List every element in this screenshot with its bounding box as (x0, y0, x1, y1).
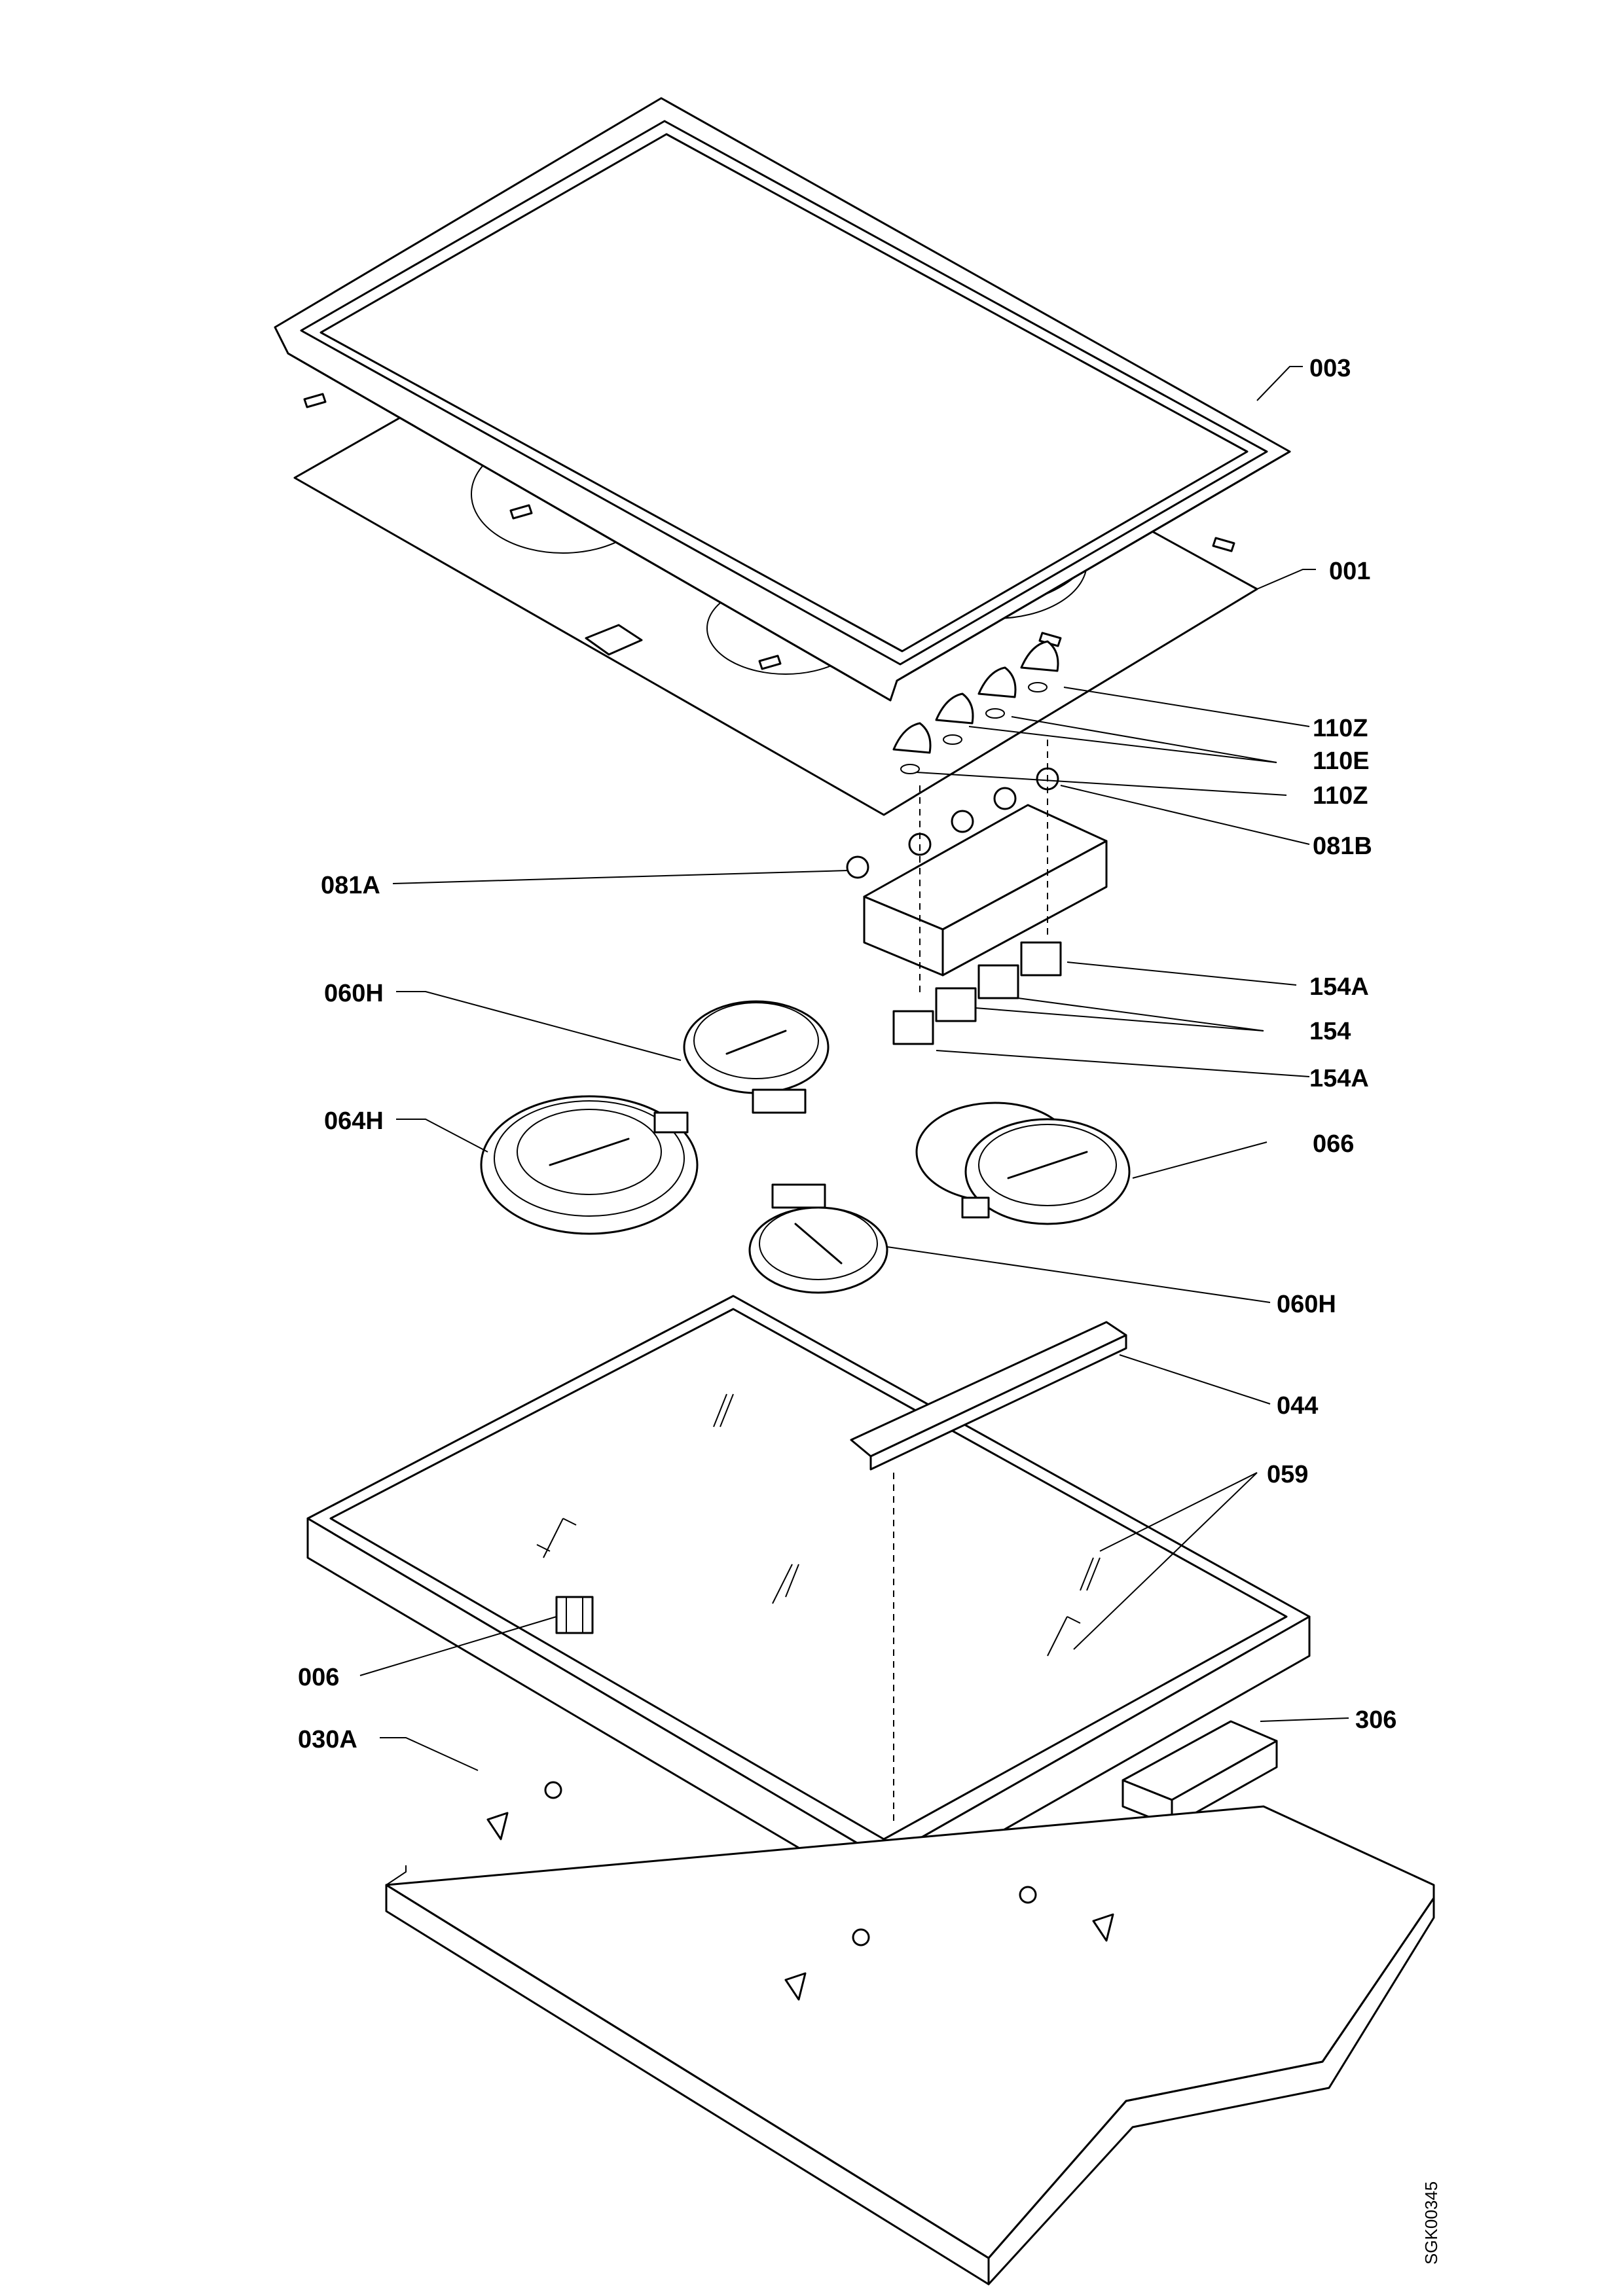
label-060H-top: 060H (324, 980, 384, 1007)
control-knobs (892, 640, 1059, 774)
bracket-icon (536, 1393, 1101, 1657)
installation-template (385, 1781, 1435, 2286)
label-110Z-top: 110Z (1313, 715, 1368, 742)
label-306: 306 (1355, 1706, 1396, 1734)
label-081A: 081A (321, 872, 380, 899)
heating-element-066 (915, 1102, 1131, 1225)
label-154: 154 (1309, 1018, 1351, 1045)
heating-element-064H (480, 1095, 699, 1235)
part-labels: 003 001 110Z 110E 110Z 081B 081A 154A 15… (298, 355, 1396, 1753)
label-059: 059 (1267, 1461, 1308, 1488)
label-081B: 081B (1313, 833, 1372, 860)
heating-element-060H-bottom (748, 1183, 888, 1294)
label-030A: 030A (298, 1726, 357, 1753)
label-006: 006 (298, 1664, 339, 1691)
fixing-clip-icon (486, 1781, 1114, 2001)
label-001: 001 (1329, 558, 1370, 585)
label-003: 003 (1309, 355, 1351, 382)
leader-lines (359, 366, 1349, 1771)
cable-cover (850, 1321, 1127, 1471)
label-064H: 064H (324, 1107, 384, 1135)
bottom-tray (306, 1295, 1311, 1899)
screw-icon (303, 393, 1235, 670)
label-110E: 110E (1313, 747, 1370, 775)
label-044: 044 (1277, 1392, 1318, 1420)
heating-element-060H-top (683, 1000, 830, 1114)
cooktop-frame (274, 97, 1291, 702)
control-switch-block (846, 740, 1108, 995)
label-154A-top: 154A (1309, 973, 1369, 1001)
label-060H-bottom: 060H (1277, 1291, 1336, 1318)
label-110Z-bottom: 110Z (1313, 782, 1368, 810)
label-066: 066 (1313, 1130, 1354, 1158)
drawing-code: SGK00345 (1421, 2181, 1441, 2265)
label-154A-bottom: 154A (1309, 1065, 1369, 1092)
energy-regulators (892, 941, 1062, 1045)
